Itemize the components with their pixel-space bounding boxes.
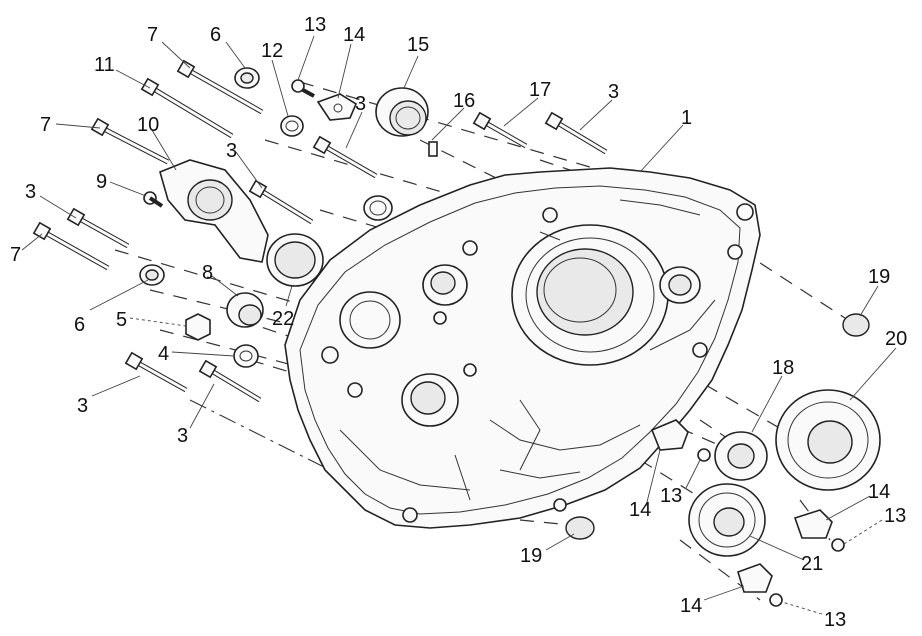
- callout-6-top: 6: [210, 24, 221, 46]
- callout-7-top: 7: [147, 24, 158, 46]
- callout-3-center: 3: [226, 140, 237, 162]
- callout-15: 15: [407, 34, 429, 56]
- callout-6-left: 6: [74, 314, 85, 336]
- callout-21: 21: [801, 553, 823, 575]
- callout-4: 4: [158, 343, 169, 365]
- callout-14-mid: 14: [629, 499, 651, 521]
- callout-13-mid: 13: [660, 485, 682, 507]
- callout-10: 10: [137, 114, 159, 136]
- callout-12: 12: [261, 40, 283, 62]
- callout-3-top-right: 3: [608, 81, 619, 103]
- callout-3-lower-left: 3: [77, 395, 88, 417]
- callout-7-mid: 7: [40, 114, 51, 136]
- callout-1: 1: [681, 107, 692, 129]
- callout-3-upper: 3: [355, 93, 366, 115]
- callout-17: 17: [529, 79, 551, 101]
- callout-5: 5: [116, 309, 127, 331]
- bolts: [32, 59, 608, 403]
- callout-14-right: 14: [868, 481, 890, 503]
- callout-20: 20: [885, 328, 907, 350]
- callout-labels: 7 6 13 14 15 12 11 3 16 17 3 1 7 10 3 9 …: [10, 14, 907, 631]
- callout-19-right: 19: [868, 266, 890, 288]
- callout-7-low: 7: [10, 244, 21, 266]
- callout-18: 18: [772, 357, 794, 379]
- callout-14-top: 14: [343, 24, 365, 46]
- seals-and-bearings: [139, 67, 881, 607]
- callout-22: 22: [272, 308, 294, 330]
- callout-9: 9: [96, 171, 107, 193]
- callout-11: 11: [94, 54, 115, 76]
- callout-13-bottom: 13: [824, 609, 846, 631]
- callout-13-right: 13: [884, 505, 906, 527]
- callout-8: 8: [202, 262, 213, 284]
- crankcase-half: [284, 167, 761, 529]
- callout-13-top: 13: [304, 14, 326, 36]
- callout-19-bottom: 19: [520, 545, 542, 567]
- callout-16: 16: [453, 90, 475, 112]
- callout-3-lower: 3: [177, 425, 188, 447]
- callout-14-bottom: 14: [680, 595, 702, 617]
- callout-3-left: 3: [25, 181, 36, 203]
- leader-lines: [21, 35, 897, 615]
